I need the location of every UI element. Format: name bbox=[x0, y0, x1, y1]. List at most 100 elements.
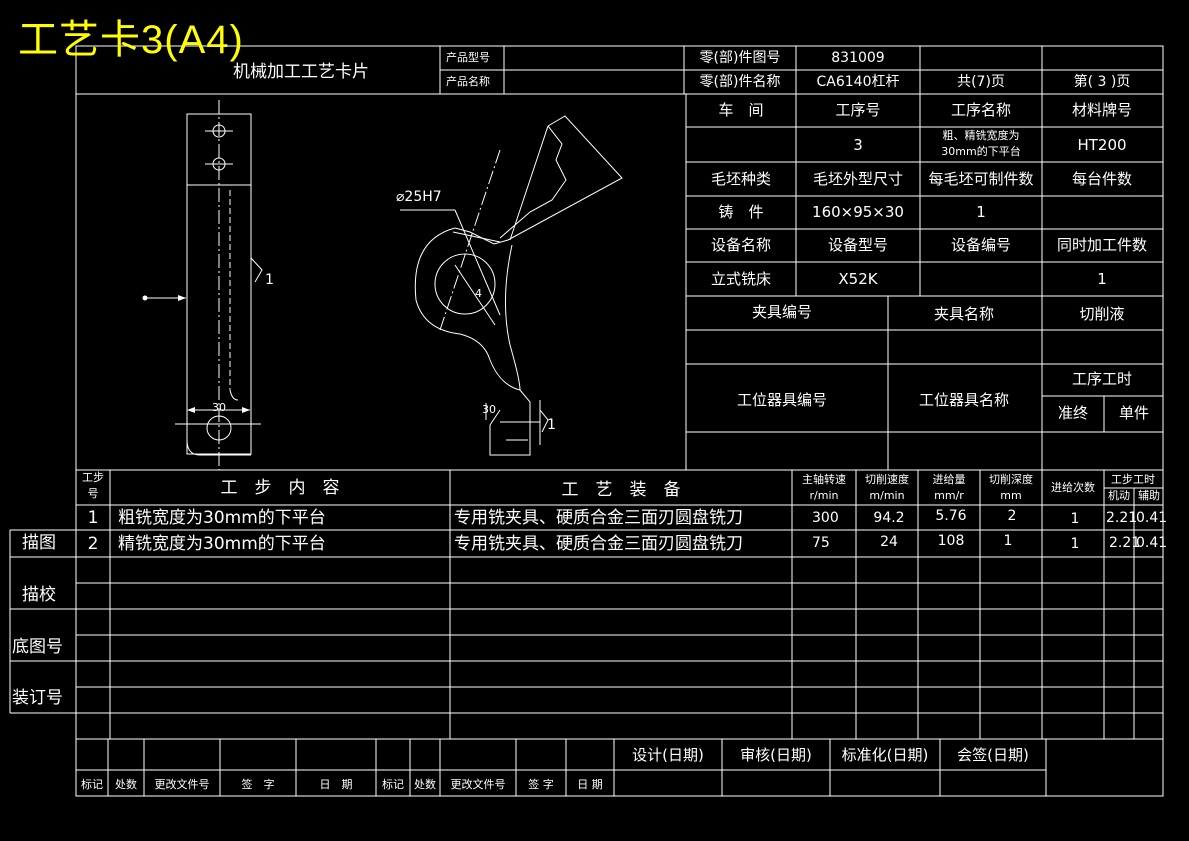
step-time-header: 工步工时 bbox=[1111, 473, 1155, 486]
spindle-speed-unit: r/min bbox=[809, 489, 839, 502]
feed-rate: 5.76 bbox=[935, 508, 967, 524]
part-front-view bbox=[400, 115, 623, 456]
step-no-header-1: 工步 bbox=[82, 471, 104, 484]
signature-label-2: 签 字 bbox=[528, 778, 554, 791]
blank-size-label: 毛坯外型尺寸 bbox=[812, 170, 904, 188]
blank-size: 160×95×30 bbox=[812, 203, 904, 221]
count-label-2: 处数 bbox=[414, 778, 436, 791]
angle-dimension: 30 bbox=[482, 403, 496, 416]
machine-time: 2.21 bbox=[1106, 510, 1138, 526]
spindle-speed: 300 bbox=[812, 510, 839, 526]
part-side-view bbox=[145, 100, 263, 470]
equipment-name-label: 设备名称 bbox=[710, 236, 772, 254]
roughness-mark: 1 bbox=[265, 272, 274, 288]
mark-label-2: 标记 bbox=[382, 778, 404, 791]
unit-time-label: 单件 bbox=[1118, 404, 1150, 422]
fixture-name-label: 夹具名称 bbox=[933, 305, 995, 323]
binding-no-label: 装订号 bbox=[12, 688, 63, 708]
card-title: 机械加工工艺卡片 bbox=[233, 62, 369, 82]
step-content: 精铣宽度为30mm的下平台 bbox=[118, 534, 326, 554]
product-name-label: 产品名称 bbox=[446, 75, 490, 88]
fixture-no-label: 夹具编号 bbox=[751, 303, 813, 321]
material-grade: HT200 bbox=[1077, 136, 1127, 154]
base-drawing-no-label: 底图号 bbox=[12, 637, 63, 657]
signature-label: 签 字 bbox=[241, 778, 275, 791]
operation-name-label: 工序名称 bbox=[950, 101, 1012, 119]
feed-unit: mm/r bbox=[934, 489, 964, 502]
step-no: 1 bbox=[87, 508, 99, 528]
change-doc-label-2: 更改文件号 bbox=[450, 778, 506, 791]
cut-depth-unit: mm bbox=[1000, 489, 1022, 502]
operation-no-label: 工序号 bbox=[835, 101, 881, 119]
parts-per-unit-label: 每台件数 bbox=[1071, 170, 1133, 188]
machine-time: 2.21 bbox=[1109, 535, 1141, 551]
machine-time-header: 机动 bbox=[1108, 489, 1130, 502]
aux-time: 0.41 bbox=[1136, 510, 1168, 526]
step-content: 粗铣宽度为30mm的下平台 bbox=[118, 508, 326, 528]
equipment-no-label: 设备编号 bbox=[950, 236, 1012, 254]
cut-depth: 2 bbox=[1007, 508, 1017, 524]
countersign-date-label: 会签(日期) bbox=[957, 746, 1029, 764]
simultaneous-parts-label: 同时加工件数 bbox=[1056, 236, 1148, 254]
cutting-speed: 24 bbox=[880, 534, 898, 550]
step-equipment: 专用铣夹具、硬质合金三面刃圆盘铣刀 bbox=[454, 534, 743, 554]
spindle-speed: 75 bbox=[812, 535, 830, 551]
total-pages: 共(7)页 bbox=[957, 74, 1005, 90]
date-label: 日 期 bbox=[319, 778, 353, 791]
feed-header: 进给量 bbox=[932, 473, 966, 486]
cut-depth: 1 bbox=[1003, 533, 1013, 549]
pass-count-header: 进给次数 bbox=[1051, 481, 1095, 494]
workshop-label: 车 间 bbox=[718, 101, 764, 119]
prep-time-label: 准终 bbox=[1057, 404, 1089, 422]
material-label: 材料牌号 bbox=[1071, 101, 1133, 119]
feed-rate: 108 bbox=[937, 533, 965, 549]
parts-per-blank-label: 每毛坯可制件数 bbox=[928, 170, 1034, 188]
blank-type-label: 毛坯种类 bbox=[710, 170, 772, 188]
blank-type: 铸 件 bbox=[718, 203, 764, 221]
operation-time-label: 工序工时 bbox=[1071, 370, 1133, 388]
step-equipment: 专用铣夹具、硬质合金三面刃圆盘铣刀 bbox=[454, 508, 743, 528]
mark-label: 标记 bbox=[81, 778, 103, 791]
step-no: 2 bbox=[87, 534, 99, 554]
pass-count: 1 bbox=[1070, 511, 1080, 527]
operation-name-line2: 30mm的下平台 bbox=[941, 145, 1021, 158]
equipment-header: 工 艺 装 备 bbox=[561, 480, 681, 500]
station-tool-name-label: 工位器具名称 bbox=[918, 391, 1010, 409]
count-label: 处数 bbox=[115, 778, 137, 791]
date-label-2: 日 期 bbox=[577, 778, 603, 791]
cutting-speed-unit: m/min bbox=[869, 489, 905, 502]
trace-label: 描图 bbox=[22, 533, 56, 553]
design-date-label: 设计(日期) bbox=[632, 746, 704, 764]
trace-check-label: 描校 bbox=[22, 585, 56, 605]
part-name: CA6140杠杆 bbox=[816, 74, 900, 90]
review-date-label: 审核(日期) bbox=[740, 746, 812, 764]
width-dimension: 30 bbox=[212, 401, 226, 414]
spindle-speed-header: 主轴转速 bbox=[802, 473, 846, 486]
parts-per-blank: 1 bbox=[976, 203, 986, 221]
equipment-model: X52K bbox=[838, 270, 878, 288]
cutting-speed: 94.2 bbox=[873, 510, 905, 526]
part-drawing-no-label: 零(部)件图号 bbox=[699, 50, 781, 66]
equipment-model-label: 设备型号 bbox=[827, 236, 889, 254]
product-model-label: 产品型号 bbox=[446, 51, 490, 64]
equipment-name: 立式铣床 bbox=[710, 270, 772, 288]
step-no-header-2: 号 bbox=[87, 487, 99, 500]
part-drawing-no: 831009 bbox=[831, 50, 885, 66]
aux-time: 0.41 bbox=[1136, 535, 1168, 551]
hole-diameter-label: ⌀25H7 bbox=[396, 189, 442, 205]
operation-name-line1: 粗、精铣宽度为 bbox=[942, 129, 1020, 142]
step-content-header: 工 步 内 容 bbox=[220, 478, 340, 498]
standardization-date-label: 标准化(日期) bbox=[841, 746, 929, 764]
cutting-speed-header: 切削速度 bbox=[865, 473, 909, 486]
operation-no: 3 bbox=[853, 136, 863, 154]
page-number: 第( 3 )页 bbox=[1073, 74, 1131, 90]
coolant-label: 切削液 bbox=[1079, 305, 1125, 323]
roughness-mark-2: 1 bbox=[547, 417, 556, 433]
part-name-label: 零(部)件名称 bbox=[699, 74, 781, 90]
station-tool-no-label: 工位器具编号 bbox=[736, 391, 828, 409]
card-type-banner: 工艺卡3(A4) bbox=[18, 18, 244, 62]
simultaneous-parts: 1 bbox=[1097, 270, 1107, 288]
cut-depth-header: 切削深度 bbox=[989, 473, 1033, 486]
aux-time-header: 辅助 bbox=[1138, 489, 1160, 502]
